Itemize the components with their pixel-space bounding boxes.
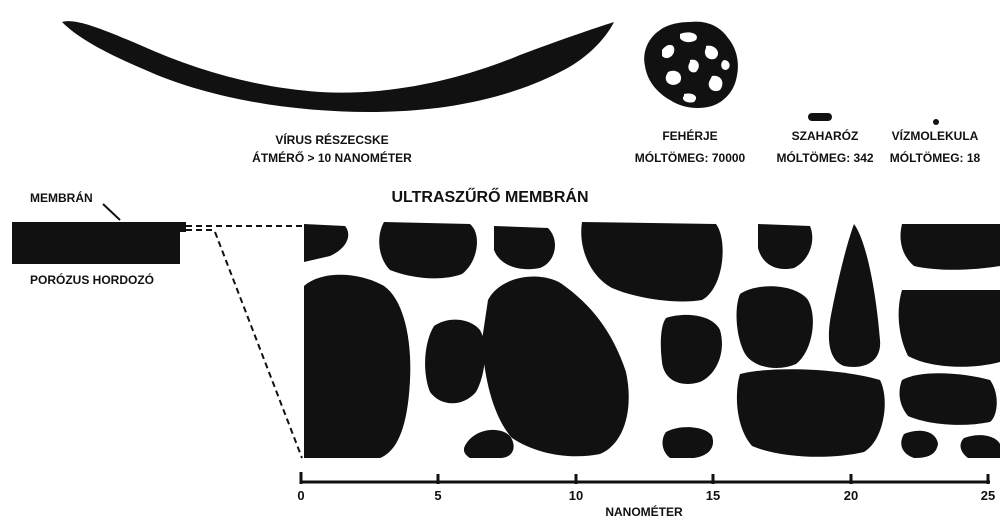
membrane-label: MEMBRÁN — [30, 190, 93, 205]
membrane-enlarged-structure — [304, 222, 1000, 458]
scale-tick-15: 15 — [706, 488, 720, 503]
zoom-line-bottom — [215, 232, 302, 458]
scale-axis-label: NANOMÉTER — [605, 504, 683, 519]
virus-name-label: VÍRUS RÉSZECSKE — [275, 132, 388, 147]
virus-diameter-label: ÁTMÉRŐ > 10 NANOMÉTER — [252, 150, 412, 165]
water-weight-label: MÓLTÖMEG: 18 — [890, 150, 981, 165]
scale-tick-0: 0 — [297, 488, 304, 503]
protein-name-label: FEHÉRJE — [662, 128, 717, 143]
membrane-cross-section — [12, 222, 180, 264]
protein-weight-label: MÓLTÖMEG: 70000 — [635, 150, 746, 165]
membrane-pointer-line — [103, 204, 120, 220]
porous-support-label: PORÓZUS HORDOZÓ — [30, 272, 154, 287]
sucrose-weight-label: MÓLTÖMEG: 342 — [776, 150, 873, 165]
water-name-label: VÍZMOLEKULA — [892, 128, 979, 143]
membrane-title: ULTRASZŰRŐ MEMBRÁN — [391, 187, 588, 206]
sucrose-name-label: SZAHARÓZ — [792, 128, 859, 143]
water-molecule-shape — [933, 119, 939, 125]
sucrose-molecule-shape — [808, 113, 832, 121]
membrane-skin-layer — [178, 222, 186, 232]
scale-tick-5: 5 — [434, 488, 441, 503]
scale-tick-25: 25 — [981, 488, 995, 503]
scale-tick-10: 10 — [569, 488, 583, 503]
virus-particle-shape — [62, 21, 614, 112]
scale-tick-20: 20 — [844, 488, 858, 503]
protein-molecule-shape — [644, 22, 738, 108]
